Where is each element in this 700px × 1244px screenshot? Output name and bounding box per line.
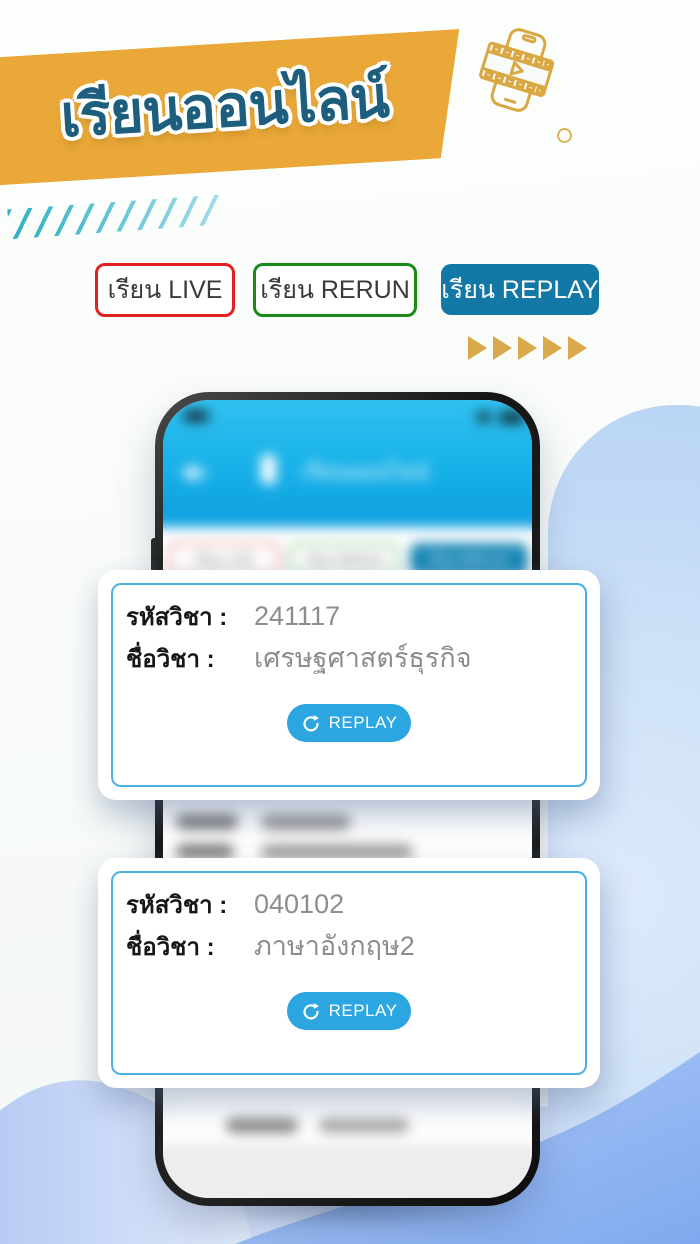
arrow-triangle-icon [468,336,487,360]
blurred-text-placeholder [261,844,413,860]
blurred-app-screenshot: เรียนออนไลน์ เรียน LIVE เรียน RERUN เรีย… [163,400,532,1198]
replay-button[interactable]: REPLAY [287,704,411,742]
arrow-triangle-icon [518,336,537,360]
blurred-text-placeholder [261,814,351,830]
refresh-icon [303,715,319,732]
course-name-value: ภาษาอังกฤษ2 [254,931,415,961]
arrow-triangle-icon [568,336,587,360]
course-code-value: 040102 [254,889,345,919]
status-time-blur [183,410,209,422]
refresh-icon [303,1003,319,1020]
small-circle-decoration [557,128,572,143]
course-code-label: รหัสวิชา : [126,892,228,919]
course-card-border [111,871,587,1075]
blurred-text-placeholder [176,844,234,859]
phone-volume-button [151,538,156,572]
phone-tab-live-label: เรียน LIVE [194,552,254,567]
blurred-text-placeholder [176,814,238,829]
button-learn-rerun[interactable]: เรียน RERUN [253,263,417,317]
app-header-bar: เรียนออนไลน์ [163,400,532,527]
status-signal-blur [476,412,492,422]
replay-button[interactable]: REPLAY [287,992,411,1030]
replay-button-label: REPLAY [328,1001,398,1020]
page-title: เรียนออนไลน์ [58,63,391,149]
teal-stripes-decoration [7,194,221,240]
blurred-text-placeholder [226,1118,298,1133]
course-name-label: ชื่อวิชา : [126,934,215,961]
button-learn-rerun-label: เรียน RERUN [260,276,410,304]
phone-tab-rerun-label: เรียน RERUN [305,552,383,567]
course-name-value: เศรษฐศาสตร์ธุรกิจ [254,643,472,673]
back-arrow-icon [181,464,196,482]
course-code-label: รหัสวิชา : [126,604,228,631]
blurred-footer-band [163,1144,532,1198]
button-learn-replay[interactable]: เรียน REPLAY [441,264,599,315]
course-name-label: ชื่อวิชา : [126,646,215,673]
app-header-title: เรียนออนไลน์ [301,461,429,484]
header-profile-icon [261,455,276,484]
course-card-border [111,583,587,787]
course-card: รหัสวิชา : 040102 ชื่อวิชา : ภาษาอังกฤษ2… [98,858,600,1088]
gold-arrows-decoration [468,336,587,360]
button-learn-replay-label: เรียน REPLAY [441,275,599,304]
course-code-value: 241117 [254,601,341,631]
button-learn-live[interactable]: เรียน LIVE [95,263,235,317]
blurred-text-placeholder [319,1118,409,1133]
button-learn-live-label: เรียน LIVE [107,276,223,304]
blurred-card-outline [168,1086,526,1144]
phone-video-film-icon [479,28,555,112]
replay-button-label: REPLAY [328,713,398,732]
arrow-triangle-icon [543,336,562,360]
arrow-triangle-icon [493,336,512,360]
phone-tab-replay-label: เรียน REPLAY [428,552,510,567]
title-banner: เรียนออนไลน์ [0,29,467,186]
course-card: รหัสวิชา : 241117 ชื่อวิชา : เศรษฐศาสตร์… [98,570,600,800]
status-battery-blur [499,411,525,424]
back-arrow-icon-bar [195,471,207,475]
